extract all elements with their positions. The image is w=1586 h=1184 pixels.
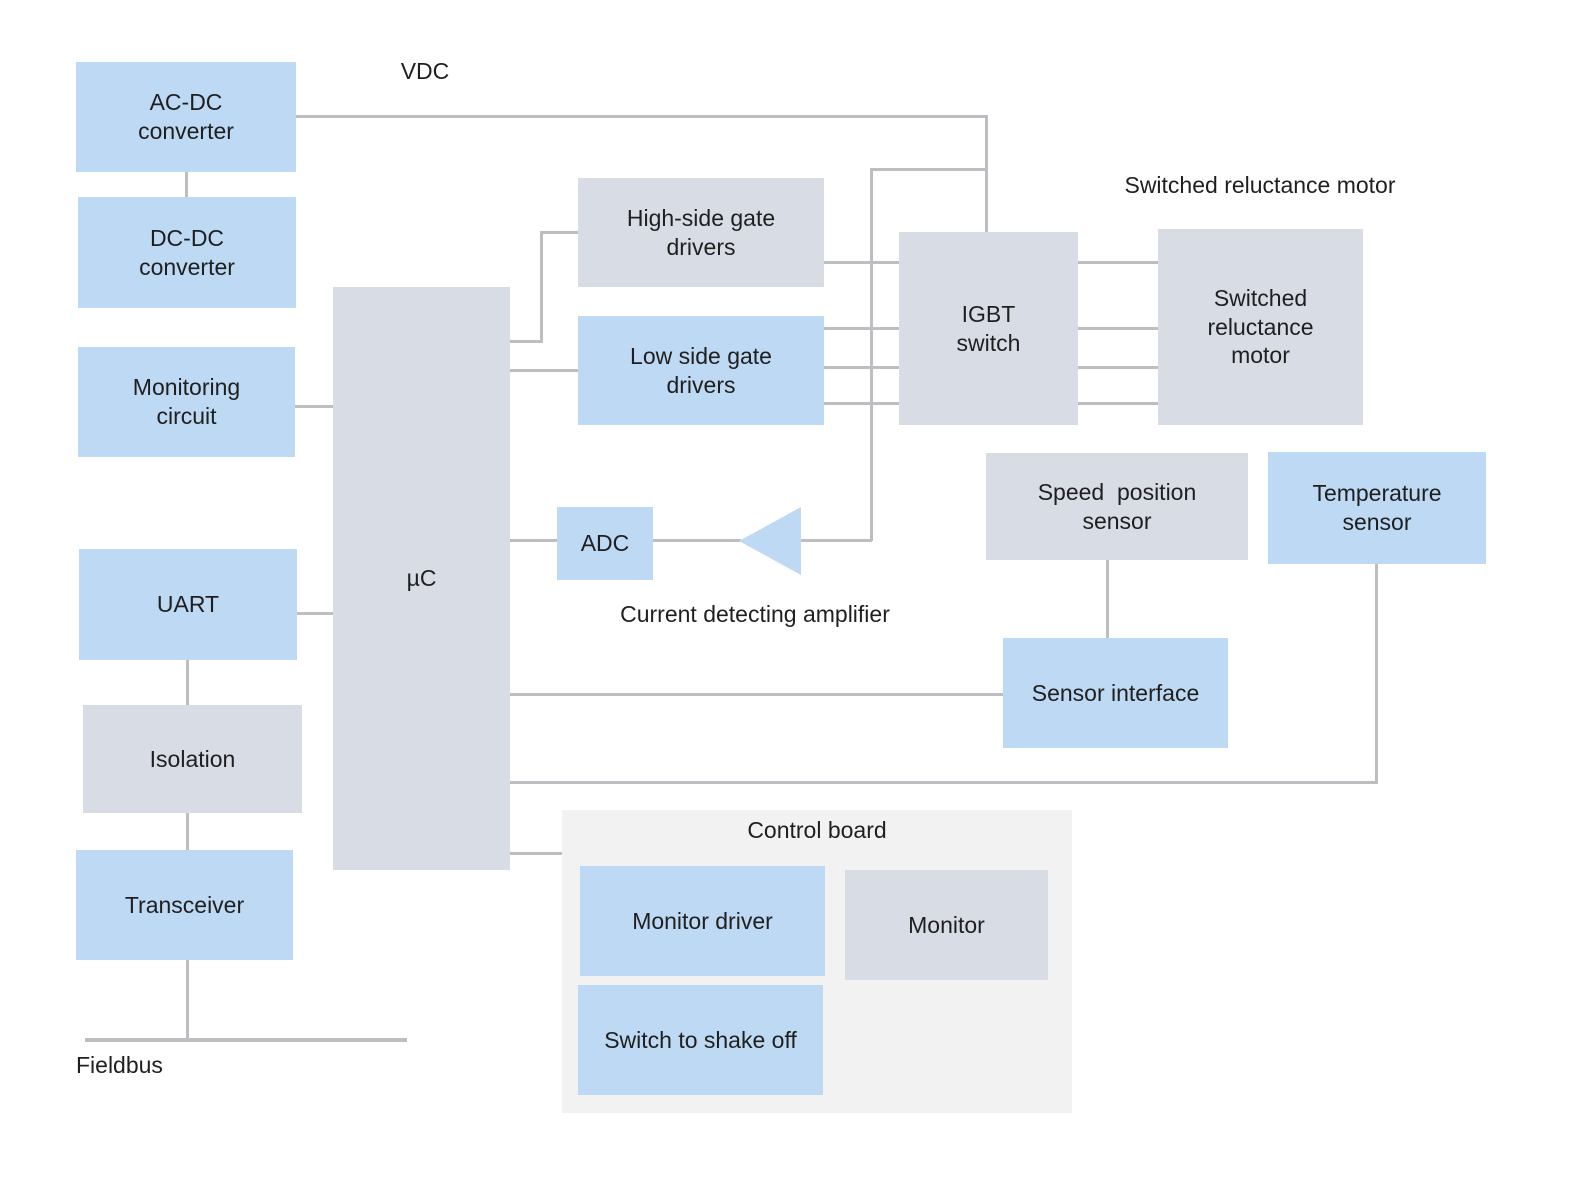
node-monitor: Monitor: [845, 870, 1048, 980]
node-low-side-gate-drivers: Low side gate drivers: [578, 316, 824, 425]
node-temperature-sensor: Temperature sensor: [1268, 452, 1486, 564]
connector-uc-lowside: [509, 369, 580, 372]
connector-acdc-dcdc: [185, 172, 188, 198]
fieldbus-label: Fieldbus: [76, 1052, 163, 1078]
node-speed-position-sensor: Speed position sensor: [986, 453, 1248, 560]
node-high-side-gate-drivers: High-side gate drivers: [578, 178, 824, 287]
connector-temp-vertical: [1375, 564, 1378, 783]
fieldbus-line: [85, 1038, 407, 1042]
connector-adc-uc: [509, 539, 557, 542]
connector-igbt-srm-2: [1078, 327, 1158, 330]
connector-uc-temp: [509, 781, 1378, 784]
connector-transceiver-fieldbus: [186, 960, 189, 1040]
connector-uc-highside-b: [540, 231, 543, 343]
connector-uart-isolation: [186, 660, 189, 706]
connector-highside-igbt: [824, 261, 900, 264]
node-adc: ADC: [557, 507, 653, 580]
connector-lowside-igbt-2: [824, 366, 900, 369]
connector-uc-highside-a: [509, 340, 543, 343]
connector-vdc-vertical: [985, 115, 988, 234]
connector-uart-uc: [296, 612, 335, 615]
connector-lowside-igbt-1: [824, 327, 900, 330]
connector-monitoring-uc: [295, 405, 335, 408]
connector-lowside-igbt-3: [824, 402, 900, 405]
current-amplifier-label: Current detecting amplifier: [620, 601, 890, 627]
node-monitor-driver: Monitor driver: [580, 866, 825, 976]
current-amplifier-triangle-icon: [739, 507, 801, 575]
control-board-label: Control board: [747, 817, 887, 843]
connector-igbt-srm-1: [1078, 261, 1158, 264]
node-monitoring-circuit: Monitoring circuit: [78, 347, 295, 457]
node-transceiver: Transceiver: [76, 850, 293, 960]
connector-isolation-transceiver: [186, 813, 189, 851]
connector-current-tap-horizontal: [871, 168, 988, 171]
vdc-label: VDC: [400, 58, 450, 84]
connector-amplifier-input: [798, 539, 872, 542]
connector-igbt-srm-3: [1078, 366, 1158, 369]
connector-uc-control-board: [509, 852, 562, 855]
connector-uc-highside-c: [540, 231, 580, 234]
connector-vdc-horizontal: [296, 115, 988, 118]
srm-title-label: Switched reluctance motor: [1124, 172, 1396, 198]
node-isolation: Isolation: [83, 705, 302, 813]
connector-speed-sensor-interface: [1106, 560, 1109, 638]
node-ac-dc-converter: AC-DC converter: [76, 62, 296, 172]
connector-uc-sensor-interface: [509, 693, 1003, 696]
node-dc-dc-converter: DC-DC converter: [78, 197, 296, 308]
node-sensor-interface: Sensor interface: [1003, 638, 1228, 748]
node-switch-to-shake-off: Switch to shake off: [578, 985, 823, 1095]
node-switched-reluctance-motor: Switched reluctance motor: [1158, 229, 1363, 425]
connector-current-tap-vertical: [870, 168, 873, 541]
node-microcontroller: µC: [333, 287, 510, 870]
node-uart: UART: [79, 549, 297, 660]
node-igbt-switch: IGBT switch: [899, 232, 1078, 425]
connector-igbt-srm-4: [1078, 402, 1158, 405]
connector-amplifier-adc: [653, 539, 741, 542]
